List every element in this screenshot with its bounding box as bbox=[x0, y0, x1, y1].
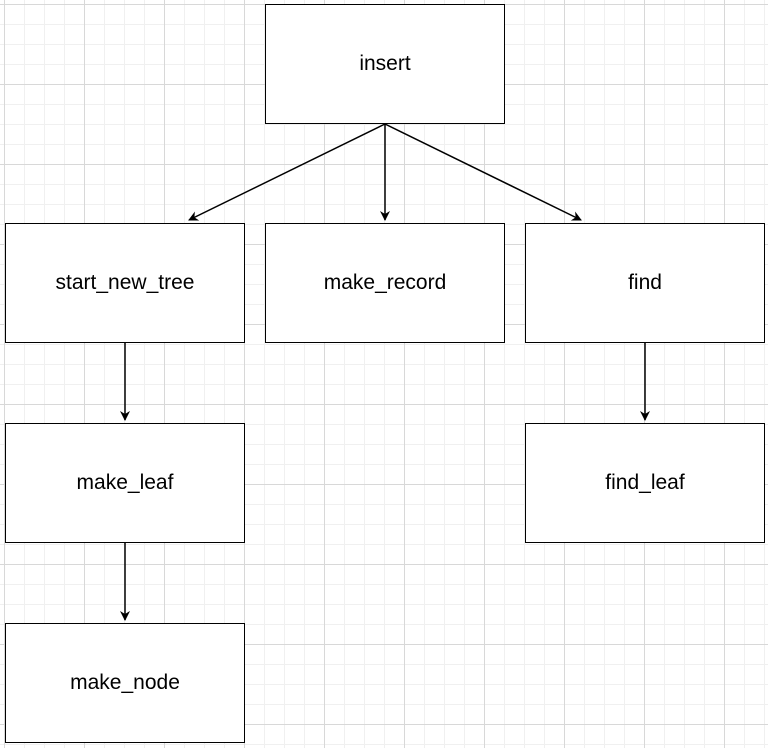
edge-insert-to-find bbox=[384, 123, 582, 221]
node-make-record[interactable]: make_record bbox=[265, 223, 505, 343]
node-label: insert bbox=[359, 52, 411, 75]
node-make-leaf[interactable]: make_leaf bbox=[5, 423, 245, 543]
node-label: find_leaf bbox=[605, 471, 685, 494]
node-make-node[interactable]: make_node bbox=[5, 623, 245, 743]
node-start-new-tree[interactable]: start_new_tree bbox=[5, 223, 245, 343]
edge-insert-to-start-new-tree bbox=[188, 123, 386, 221]
node-label: make_node bbox=[70, 671, 180, 694]
node-insert[interactable]: insert bbox=[265, 4, 505, 124]
node-find[interactable]: find bbox=[525, 223, 765, 343]
node-label: start_new_tree bbox=[55, 271, 195, 294]
node-label: make_record bbox=[323, 271, 447, 294]
node-find-leaf[interactable]: find_leaf bbox=[525, 423, 765, 543]
node-label: find bbox=[628, 271, 662, 294]
node-label: make_leaf bbox=[76, 471, 174, 494]
